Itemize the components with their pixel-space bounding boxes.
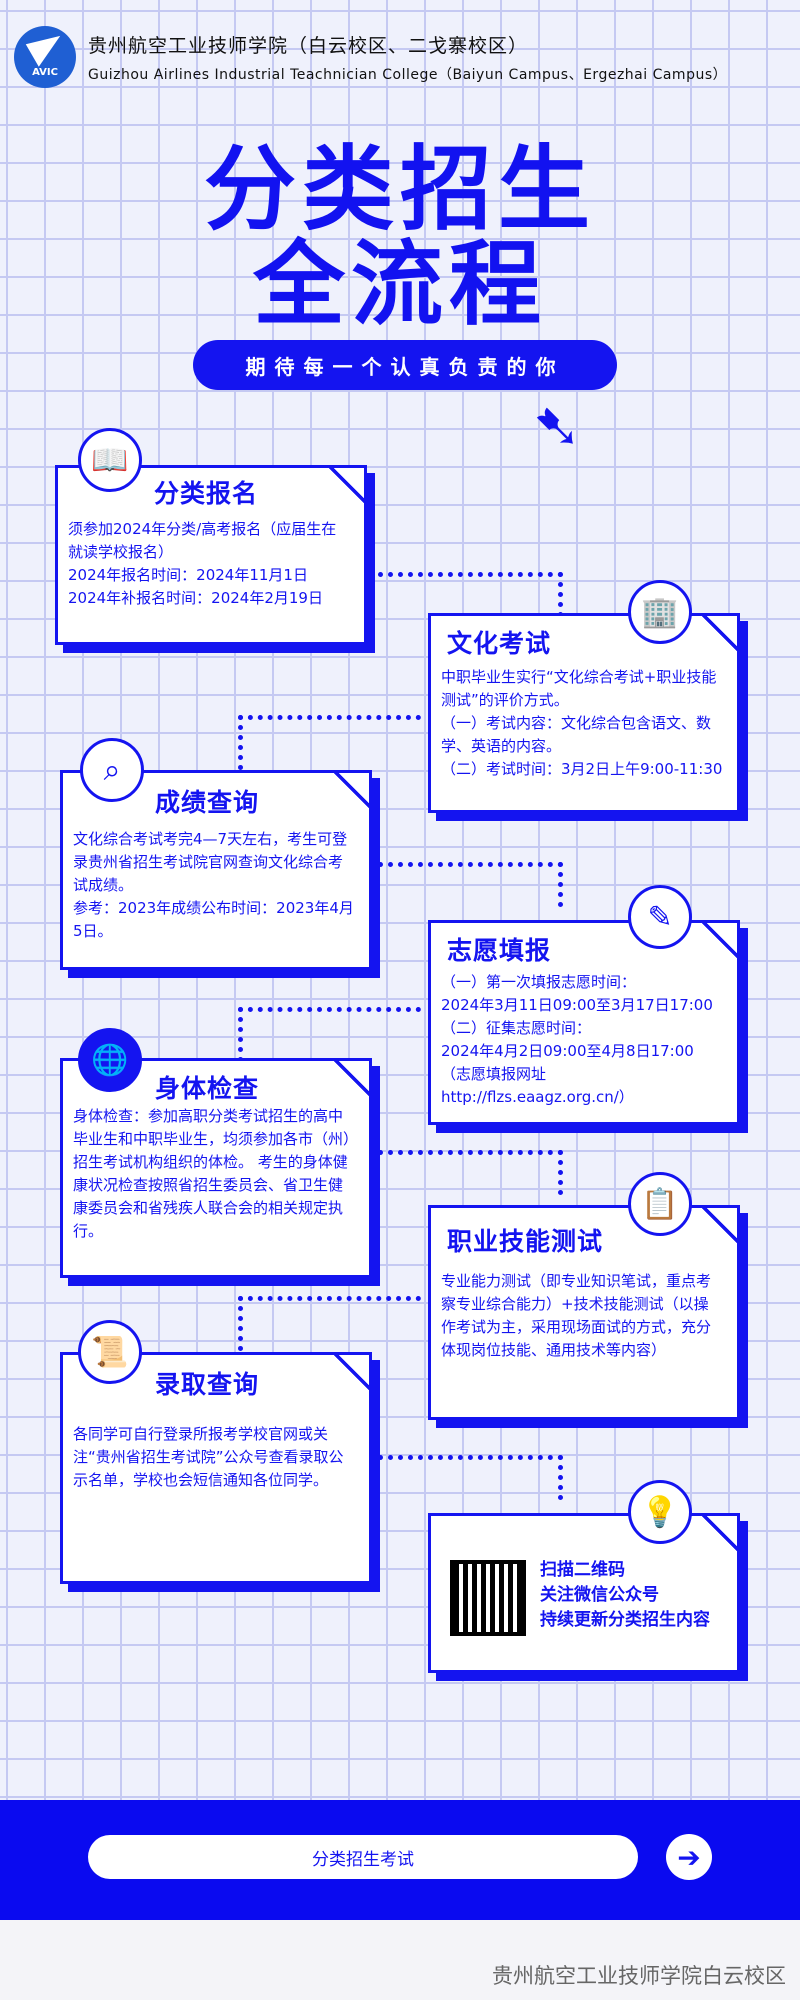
card-body: 专业能力测试（即专业知识笔试，重点考察专业综合能力）+技术技能测试（以操作考试为… (441, 1272, 712, 1359)
arrow-right-icon[interactable]: ➔ (666, 1834, 712, 1880)
search-icon: ⌕ (80, 738, 144, 802)
college-name-en: Guizhou Airlines Industrial Teachnician … (88, 66, 728, 83)
certificate-icon: 📜 (78, 1320, 142, 1384)
bottom-strip (0, 1920, 800, 2000)
logo-text: AVIC (32, 67, 58, 78)
globe-icon: 🌐 (78, 1028, 142, 1092)
card-body: 须参加2024年分类/高考报名（应届生在就读学校报名）2024年报名时间：202… (68, 520, 337, 607)
search-input[interactable]: 分类招生考试 (88, 1835, 638, 1879)
header: AVIC 贵州航空工业技师学院（白云校区、二戈寨校区） Guizhou Airl… (14, 26, 727, 88)
step-card-volunteer-filling: 志愿填报 （一）第一次填报志愿时间：2024年3月11日09:00至3月17日1… (428, 920, 740, 1125)
qr-caption: 扫描二维码关注微信公众号持续更新分类招生内容 (540, 1560, 710, 1630)
college-logo: AVIC (14, 26, 76, 88)
slogan-banner: 期待每一个认真负责的你 (193, 340, 617, 390)
card-body: 文化综合考试考完4—7天左右，考生可登录贵州省招生考试院官网查询文化综合考试成绩… (73, 830, 354, 940)
step-card-physical-exam: 身体检查 身体检查：参加高职分类考试招生的高中毕业生和中职毕业生，均须参加各市（… (60, 1058, 372, 1278)
connector (378, 572, 563, 617)
pencil-icon: ✎ (628, 885, 692, 949)
card-body: 身体检查：参加高职分类考试招生的高中毕业生和中职毕业生，均须参加各市（州）招生考… (73, 1107, 351, 1240)
page-title-line2: 全流程 (252, 231, 547, 338)
card-title: 成绩查询 (155, 788, 260, 817)
wechat-qr-code[interactable] (450, 1560, 526, 1636)
step-card-registration: 分类报名 须参加2024年分类/高考报名（应届生在就读学校报名）2024年报名时… (55, 465, 367, 645)
card-title: 录取查询 (155, 1370, 260, 1399)
card-body: 中职毕业生实行“文化综合考试+职业技能测试”的评价方式。（一）考试内容：文化综合… (441, 668, 723, 778)
page-title-line1: 分类招生 (203, 136, 596, 243)
card-title: 文化考试 (447, 629, 552, 658)
step-card-culture-exam: 文化考试 中职毕业生实行“文化综合考试+职业技能测试”的评价方式。（一）考试内容… (428, 613, 740, 813)
connector (238, 715, 421, 770)
footer-college-name: 贵州航空工业技师学院白云校区 (492, 1964, 786, 1988)
building-icon: 🏢 (628, 580, 692, 644)
step-card-admission-query: 录取查询 各同学可自行登录所报考学校官网或关注“贵州省招生考试院”公众号查看录取… (60, 1352, 372, 1584)
card-title: 身体检查 (155, 1074, 260, 1103)
card-body: （一）第一次填报志愿时间：2024年3月11日09:00至3月17日17:00（… (441, 973, 713, 1106)
step-card-score-query: 成绩查询 文化综合考试考完4—7天左右，考生可登录贵州省招生考试院官网查询文化综… (60, 770, 372, 970)
hand-arrow-icon: ➷ (532, 392, 583, 462)
book-icon: 📖 (78, 428, 142, 492)
card-body: 各同学可自行登录所报考学校官网或关注“贵州省招生考试院”公众号查看录取公示名单，… (73, 1425, 344, 1489)
card-title: 志愿填报 (447, 936, 552, 965)
connector (238, 1296, 421, 1351)
card-title: 分类报名 (154, 479, 259, 508)
connector (378, 1150, 563, 1195)
connector (238, 1007, 421, 1062)
college-name-cn: 贵州航空工业技师学院（白云校区、二戈寨校区） (88, 34, 529, 57)
connector (378, 862, 563, 907)
document-icon: 📋 (628, 1172, 692, 1236)
plane-icon (25, 27, 69, 67)
step-card-skill-test: 职业技能测试 专业能力测试（即专业知识笔试，重点考察专业综合能力）+技术技能测试… (428, 1205, 740, 1420)
lightbulb-icon: 💡 (628, 1480, 692, 1544)
card-title: 职业技能测试 (447, 1227, 604, 1256)
connector (378, 1455, 563, 1500)
